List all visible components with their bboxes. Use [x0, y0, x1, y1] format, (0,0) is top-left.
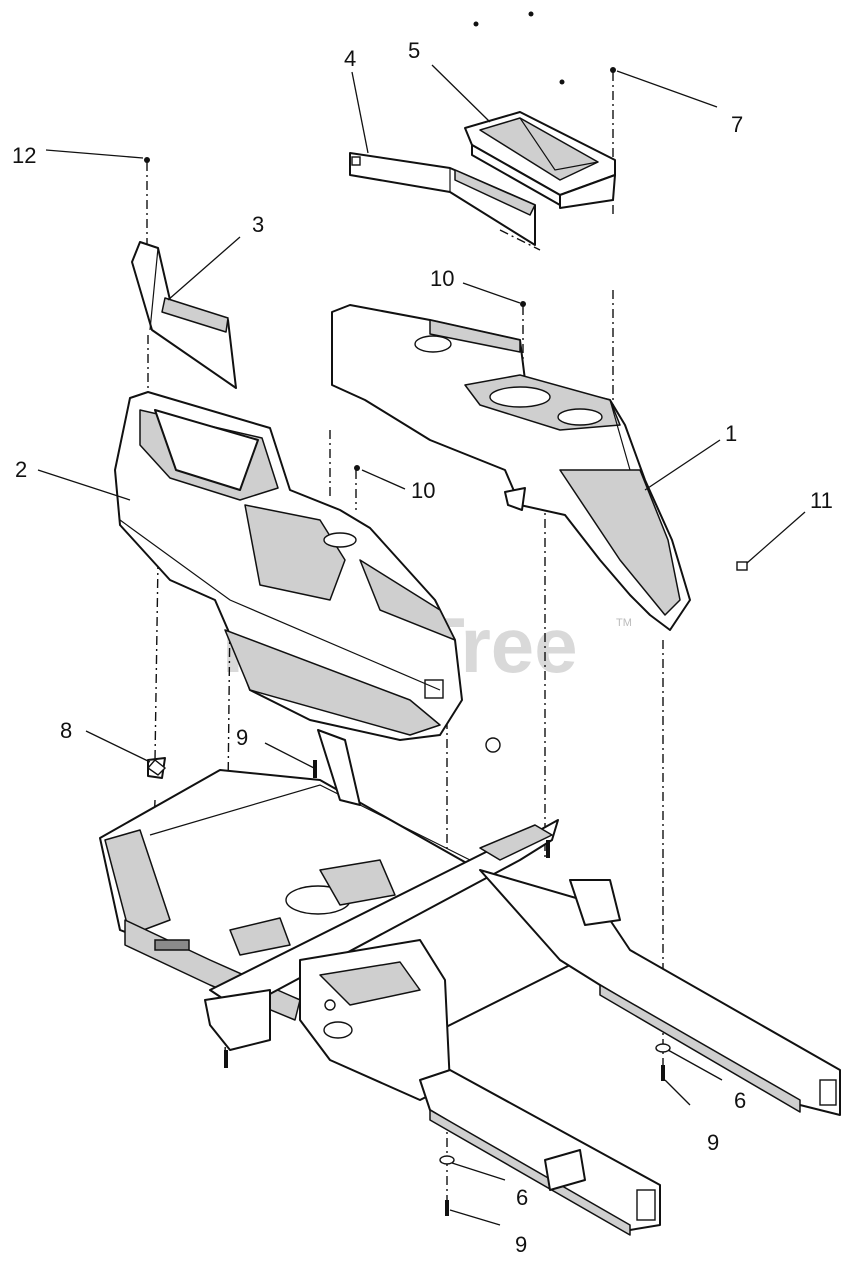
callout-9a: 9 [236, 725, 248, 750]
bolt-9a-icon [313, 760, 317, 778]
callout-4: 4 [344, 46, 356, 71]
screw-7-icon [610, 67, 616, 73]
tractor-frame [99, 729, 841, 1236]
callout-12: 12 [12, 143, 36, 168]
part-1-right-console [331, 304, 691, 631]
callout-11: 11 [810, 488, 833, 513]
callout-8: 8 [60, 718, 72, 743]
part-3-left-trim-panel [131, 241, 237, 389]
bolt-9b-icon [661, 1065, 665, 1081]
nut-10a-icon [520, 301, 526, 307]
callout-5: 5 [408, 38, 420, 63]
bolt-left-icon [224, 1050, 228, 1068]
washer-6b-icon [439, 1155, 455, 1165]
screw-12-icon [144, 157, 150, 163]
nut-10b-icon [354, 465, 360, 471]
callout-6b: 6 [516, 1185, 528, 1210]
callout-9c: 9 [515, 1232, 527, 1257]
clip-8-icon [146, 759, 167, 776]
part-4-side-trim-panel [349, 152, 536, 246]
callout-2: 2 [15, 457, 27, 482]
callout-labels: 12 3 4 5 7 10 10 1 2 11 8 9 6 9 6 9 [12, 38, 833, 1257]
callout-10a: 10 [430, 266, 454, 291]
washer-6a-icon [655, 1043, 671, 1053]
bolt-9c-icon [445, 1200, 449, 1216]
part-2-left-console [114, 391, 501, 753]
leader-lines [37, 64, 806, 1226]
clip-11-icon [736, 561, 748, 571]
hardware-fasteners [144, 11, 748, 1216]
callout-3: 3 [252, 212, 264, 237]
callout-6a: 6 [734, 1088, 746, 1113]
callout-10b: 10 [411, 478, 435, 503]
callout-1: 1 [725, 421, 737, 446]
callout-9b: 9 [707, 1130, 719, 1155]
watermark-trademark: TM [616, 617, 632, 629]
callout-7: 7 [731, 112, 743, 137]
part-5-cup-holder-insert [464, 111, 616, 209]
